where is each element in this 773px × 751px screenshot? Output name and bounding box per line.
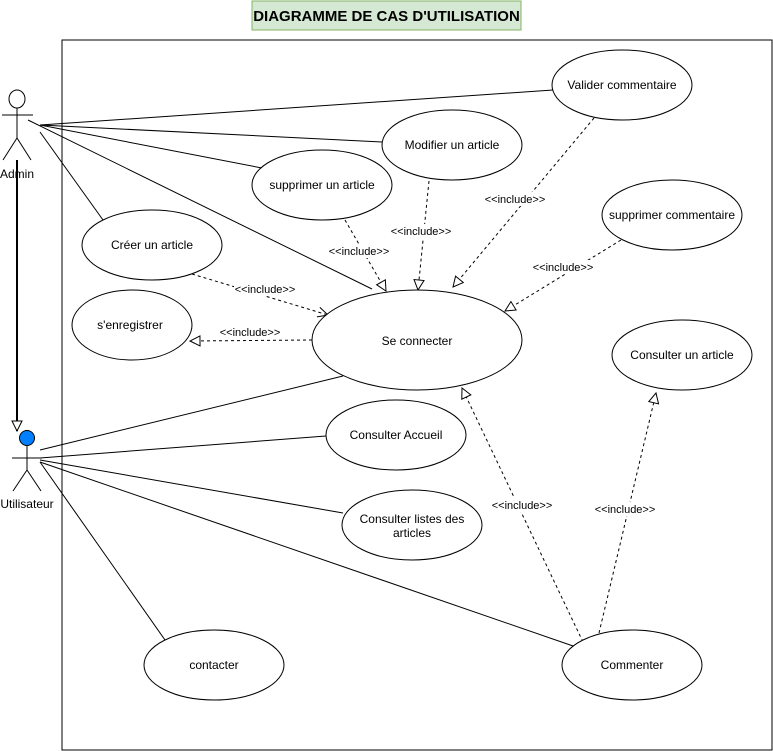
use-cases: Valider commentaire Modifier un article … xyxy=(71,49,753,701)
uc-modifier-article[interactable]: Modifier un article xyxy=(381,109,523,181)
assoc-admin-supprimer-article xyxy=(39,124,263,169)
uc-supprimer-commentaire[interactable]: supprimer commentaire xyxy=(601,179,743,251)
uc-supprimer-article[interactable]: supprimer un article xyxy=(251,149,393,221)
uc-consulter-listes[interactable]: Consulter listes des articles xyxy=(341,489,483,561)
include-label-commenter-connecter: <<include>> xyxy=(492,500,553,512)
uc-valider-commentaire[interactable]: Valider commentaire xyxy=(551,49,693,121)
include-labels: <<include>> <<include>> <<include>> <<in… xyxy=(219,192,656,516)
uc-contacter-label: contacter xyxy=(189,658,238,672)
user-associations xyxy=(39,375,577,648)
uc-creer-article[interactable]: Créer un article xyxy=(81,209,223,281)
uc-enregistrer[interactable]: s'enregistrer xyxy=(71,289,193,361)
assoc-admin-creer xyxy=(39,131,104,221)
include-supprimer-commentaire-connecter xyxy=(505,239,622,311)
include-commenter-connecter xyxy=(462,388,584,643)
assoc-user-accueil xyxy=(39,435,327,459)
title-text: DIAGRAMME DE CAS D'UTILISATION xyxy=(253,8,520,25)
user-head xyxy=(19,430,35,446)
uc-supprimer-article-label: supprimer un article xyxy=(269,178,375,192)
include-label-commenter-article: <<include>> xyxy=(595,504,656,516)
uc-se-connecter[interactable]: Se connecter xyxy=(311,289,523,391)
title-box xyxy=(251,0,522,31)
uc-supprimer-commentaire-label: supprimer commentaire xyxy=(609,208,735,222)
user-label: Utilisateur xyxy=(0,497,53,511)
admin-head xyxy=(8,89,26,109)
include-connecter-enregistrer xyxy=(190,340,313,341)
include-label-valider: <<include>> xyxy=(485,194,546,206)
assoc-user-commenter xyxy=(39,461,577,648)
uc-consulter-accueil-label: Consulter Accueil xyxy=(350,428,443,442)
assoc-user-se-connecter xyxy=(39,375,344,451)
assoc-admin-se-connecter xyxy=(27,119,373,290)
uc-commenter[interactable]: Commenter xyxy=(561,629,703,701)
uc-consulter-accueil[interactable]: Consulter Accueil xyxy=(325,399,467,471)
uc-commenter-label: Commenter xyxy=(601,658,664,672)
uc-modifier-article-label: Modifier un article xyxy=(405,138,500,152)
uc-consulter-article-label: Consulter un article xyxy=(630,348,734,362)
uc-enregistrer-label: s'enregistrer xyxy=(97,318,163,332)
include-supprimer-article-connecter xyxy=(344,219,386,291)
uc-contacter[interactable]: contacter xyxy=(143,629,285,701)
uc-consulter-listes-label-line1: Consulter listes des xyxy=(360,512,465,526)
uc-consulter-article[interactable]: Consulter un article xyxy=(611,319,753,391)
uc-creer-article-label: Créer un article xyxy=(111,238,193,252)
assoc-admin-valider xyxy=(39,89,554,126)
uc-valider-commentaire-label: Valider commentaire xyxy=(567,78,676,92)
assoc-user-listes xyxy=(39,459,344,514)
admin-associations xyxy=(27,89,554,290)
uc-consulter-listes-label-line2: articles xyxy=(393,526,431,540)
actor-user[interactable]: Utilisateur xyxy=(0,430,54,512)
include-label-supprimer-commentaire: <<include>> xyxy=(533,262,594,274)
assoc-admin-modifier xyxy=(39,124,384,143)
include-label-creer: <<include>> xyxy=(235,284,296,296)
include-label-enregistrer: <<include>> xyxy=(220,327,281,339)
include-label-supprimer-article: <<include>> xyxy=(329,246,390,258)
admin-label: Admin xyxy=(0,167,34,181)
uc-se-connecter-label: Se connecter xyxy=(382,334,453,348)
include-label-modifier: <<include>> xyxy=(391,226,452,238)
include-commenter-consulter-article xyxy=(598,393,656,634)
assoc-user-contacter xyxy=(39,461,166,641)
diagram-title: DIAGRAMME DE CAS D'UTILISATION xyxy=(251,0,522,31)
actor-admin[interactable]: Admin xyxy=(0,89,34,181)
